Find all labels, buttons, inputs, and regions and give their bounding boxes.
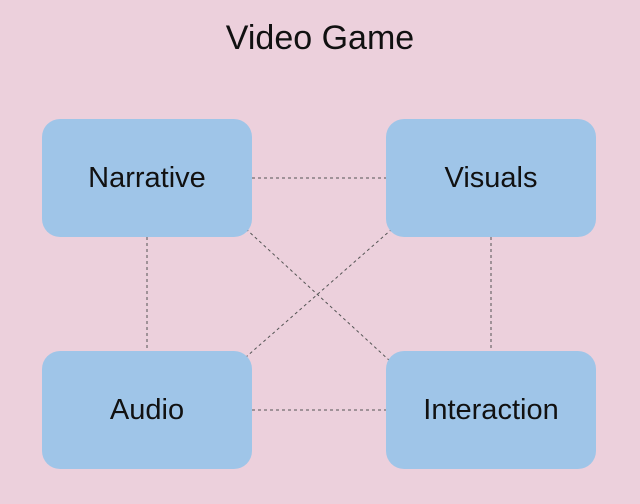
node-interaction: Interaction [386, 351, 596, 469]
node-audio: Audio [42, 351, 252, 469]
connector-visuals-audio [245, 228, 393, 358]
node-audio-label: Audio [109, 393, 185, 426]
node-narrative-label: Narrative [88, 161, 206, 194]
node-narrative: Narrative [42, 119, 252, 237]
node-interaction-label: Interaction [423, 393, 559, 426]
node-visuals-label: Visuals [444, 161, 538, 194]
node-visuals: Visuals [386, 119, 596, 237]
connector-narrative-interaction [245, 228, 391, 362]
diagram-title: Video Game [225, 19, 415, 57]
